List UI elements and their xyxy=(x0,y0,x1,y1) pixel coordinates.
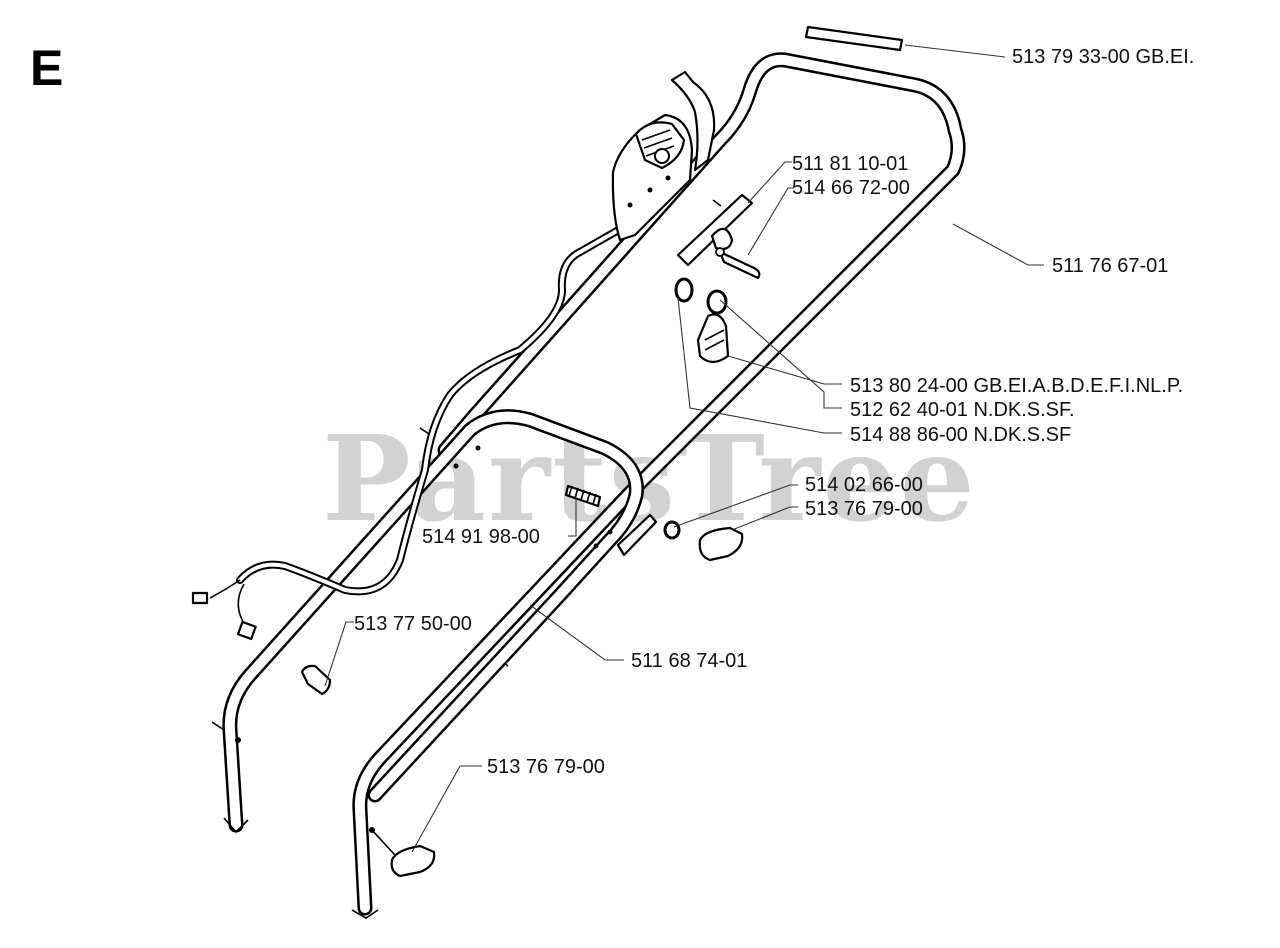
lower-handle-bar xyxy=(211,409,644,834)
part-label-513-76-79-00-upper: 513 76 79-00 xyxy=(805,498,923,520)
part-label-513-76-79-00-lower: 513 76 79-00 xyxy=(487,756,605,778)
part-label-514-66-72-00: 514 66 72-00 xyxy=(792,177,910,199)
part-label-513-80-24-00: 513 80 24-00 GB.EI.A.B.D.E.F.I.NL.P. xyxy=(850,375,1183,397)
part-label-511-68-74-01: 511 68 74-01 xyxy=(631,650,747,672)
part-label-511-76-67-01: 511 76 67-01 xyxy=(1052,255,1168,277)
control-cable xyxy=(191,224,626,641)
part-label-513-79-33-00: 513 79 33-00 GB.EI. xyxy=(1012,46,1194,68)
part-label-514-91-98-00: 514 91 98-00 xyxy=(422,526,540,548)
throttle-control xyxy=(611,70,716,242)
bottom-knob xyxy=(369,827,436,878)
section-letter: E xyxy=(30,40,63,96)
part-label-513-77-50-00: 513 77 50-00 xyxy=(354,613,472,635)
part-label-512-62-40-01: 512 62 40-01 N.DK.S.SF. xyxy=(850,399,1075,421)
part-label-511-81-10-01: 511 81 10-01 xyxy=(792,153,908,175)
handle-label-strip xyxy=(804,25,904,52)
part-labels: 513 79 33-00 GB.EI. 511 81 10-01 514 66 … xyxy=(354,46,1194,778)
lower-bracket-assembly xyxy=(564,484,744,562)
part-label-514-02-66-00: 514 02 66-00 xyxy=(805,474,923,496)
cable-clip xyxy=(300,664,332,696)
leader-lines xyxy=(324,44,1044,853)
part-label-514-88-86-00: 514 88 86-00 N.DK.S.SF xyxy=(850,424,1071,446)
upper-bracket-assembly xyxy=(674,193,761,364)
